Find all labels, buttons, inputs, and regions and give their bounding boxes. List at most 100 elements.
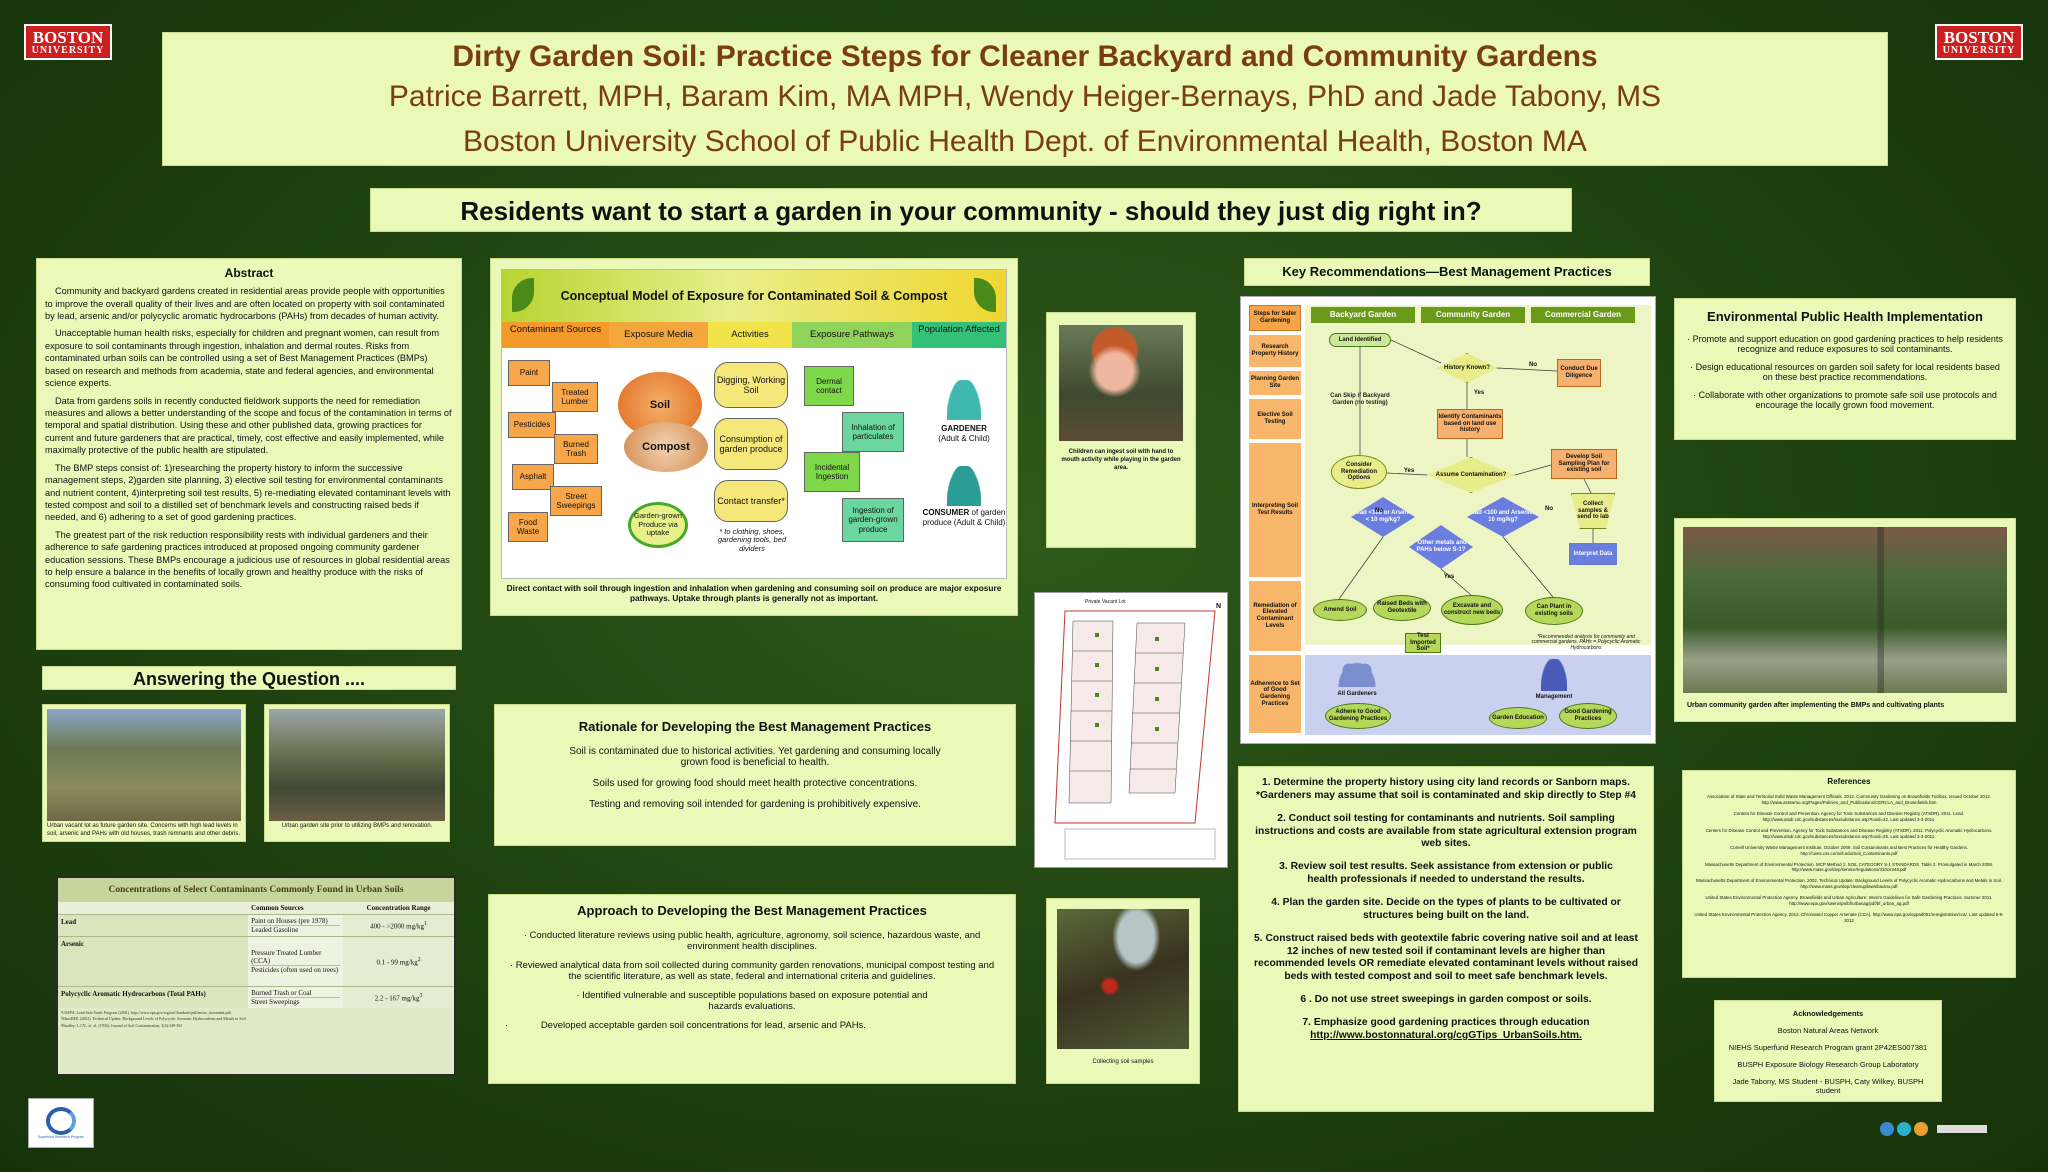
conc-note: ²MassDEP, (2002). Technical Update: Back… <box>61 1016 246 1022</box>
approach-item-text: Developed acceptable garden soil concent… <box>540 1020 866 1031</box>
flow-col-backyard: Backyard Garden <box>1311 307 1415 323</box>
rationale-title: Rationale for Developing the Best Manage… <box>578 719 932 734</box>
ephi-item: · Design educational resources on garden… <box>1690 362 2000 382</box>
source-street-sweepings: Street Sweepings <box>550 486 602 516</box>
conc-range: 0.1 - 99 mg/kg <box>376 958 418 967</box>
model-col-activities: Activities <box>708 322 792 348</box>
management-icon <box>1541 659 1567 691</box>
steps-link[interactable]: http://www.bostonnatural.org/cgGTips_Urb… <box>1310 1029 1582 1041</box>
flow-good-practices: Good Gardening Practices <box>1559 703 1617 729</box>
abstract-p4: The BMP steps consist of: 1)researching … <box>45 462 451 523</box>
plot-map-svg <box>1054 610 1216 860</box>
vacant-lot-caption: Urban vacant lot as future garden site. … <box>47 823 240 837</box>
approach-panel: Approach to Developing the Best Manageme… <box>488 894 1016 1084</box>
poster-title: Dirty Garden Soil: Practice Steps for Cl… <box>452 40 1598 73</box>
model-col-media: Exposure Media <box>609 322 708 348</box>
flow-step-row: Research Property History <box>1249 335 1301 367</box>
sponsor-logo-icon <box>1897 1122 1911 1136</box>
approach-item: · Developed acceptable garden soil conce… <box>505 1020 866 1031</box>
srp-logo-mark <box>46 1106 76 1135</box>
step-7: 7. Emphasize good gardening practices th… <box>1302 1017 1590 1029</box>
conceptual-model-panel: Conceptual Model of Exposure for Contami… <box>490 258 1018 616</box>
conc-source: Burned Trash or Coal <box>251 989 312 997</box>
ephi-item-text: Design educational resources on garden s… <box>1695 362 2000 382</box>
conc-source: Pesticides (often used on trees) <box>251 965 341 974</box>
bu-logo-right: BOSTON UNIVERSITY <box>1935 24 2023 60</box>
source-pesticides: Pesticides <box>508 412 556 438</box>
sponsor-logo-icon <box>1880 1122 1894 1136</box>
srp-logo: Superfund Research Program <box>28 1098 94 1148</box>
question-banner: Residents want to start a garden in your… <box>370 188 1572 232</box>
flow-management: Management <box>1535 693 1573 700</box>
model-col-pathways: Exposure Pathways <box>792 322 912 348</box>
poster-affiliation: Boston University School of Public Healt… <box>463 125 1587 158</box>
logo-line2: UNIVERSITY <box>31 45 105 56</box>
flow-step-row: Interpreting Soil Test Results <box>1249 443 1301 577</box>
flow-all-gardeners: All Gardeners <box>1337 690 1377 697</box>
steps-panel: 1. Determine the property history using … <box>1238 766 1654 1112</box>
reference-item: Cornell University Waste Management Inst… <box>1729 844 1969 856</box>
conc-sup: 3 <box>419 992 423 999</box>
north-arrow-icon: N <box>1215 603 1221 610</box>
flow-sampling-plan: Develop Soil Sampling Plan for existing … <box>1551 449 1617 479</box>
conc-table-title: Concentrations of Select Contaminants Co… <box>58 878 454 902</box>
rationale-p2: Soils used for growing food should meet … <box>592 778 918 789</box>
abstract-p2: Unacceptable human health risks, especia… <box>45 328 440 389</box>
step-1: 1. Determine the property history using … <box>1256 777 1636 801</box>
garden-site-photo <box>269 709 445 821</box>
flow-step-head: Steps for Safer Gardening <box>1249 305 1301 331</box>
ephi-title: Environmental Public Health Implementati… <box>1707 309 1983 324</box>
conc-header-range: Concentration Range <box>366 904 431 912</box>
source-paint: Paint <box>508 360 550 386</box>
step-2: 2. Conduct soil testing for contaminants… <box>1255 812 1637 850</box>
media-compost: Compost <box>624 422 708 472</box>
flow-step-row: Remediation of Elevated Contaminant Leve… <box>1249 581 1301 651</box>
flow-col-community: Community Garden <box>1421 307 1525 323</box>
logo-line2: UNIVERSITY <box>1942 45 2016 56</box>
sponsor-logo-icon <box>1937 1125 1987 1133</box>
gardener-sub: (Adult & Child) <box>938 433 990 443</box>
conc-row-name: Arsenic <box>61 940 84 948</box>
abstract-p3: Data from gardens soils in recently cond… <box>45 395 452 456</box>
flow-amend-soil: Amend Soil <box>1313 599 1367 621</box>
model-caption: Direct contact with soil through ingesti… <box>506 583 1002 604</box>
flow-note: *Recommended analysis for community and … <box>1531 633 1641 651</box>
flow-interpret-data: Interpret Data <box>1569 543 1617 565</box>
activity-contact: Contact transfer* <box>714 480 788 522</box>
flow-can-plant: Can Plant in existing soils <box>1525 597 1583 625</box>
approach-item-text: Conducted literature reviews using publi… <box>529 930 981 952</box>
reference-item: Association of State and Territorial Sol… <box>1707 794 1991 805</box>
conc-note: ¹USEPA, Lead Safe Yards Program (2001). … <box>61 1010 231 1015</box>
ephi-item-text: Promote and support education on good ga… <box>1692 334 2003 354</box>
abstract-p1: Community and backyard gardens created i… <box>45 286 445 322</box>
answering-photo-card-2: Urban garden site prior to utilizing BMP… <box>264 704 450 842</box>
activity-note: * to clothing, shoes, gardening tools, b… <box>718 527 786 553</box>
poster-authors: Patrice Barrett, MPH, Baram Kim, MA MPH,… <box>388 80 1662 113</box>
flow-step-column: Steps for Safer Gardening Research Prope… <box>1249 305 1301 737</box>
references-title: References <box>1827 777 1871 786</box>
poster-header: Dirty Garden Soil: Practice Steps for Cl… <box>162 32 1888 166</box>
step-5: 5. Construct raised beds with geotextile… <box>1254 932 1638 983</box>
flow-raised-beds: Raised Beds with Geotextile <box>1373 595 1431 621</box>
media-produce: Garden-grown Produce via uptake <box>628 502 688 548</box>
ephi-item: · Promote and support education on good … <box>1687 334 2003 354</box>
all-gardeners-icon <box>1337 661 1377 687</box>
flow-excavate: Excavate and construct new beds <box>1441 595 1503 625</box>
leaf-icon <box>974 278 996 312</box>
reference-item: Massachusetts Department of Environmenta… <box>1696 878 2002 890</box>
pathway-inhalation: Inhalation of particulates <box>842 412 904 452</box>
conc-source: Leaded Gasoline <box>251 925 341 934</box>
references-panel: References Association of State and Terr… <box>1682 770 2016 978</box>
model-title: Conceptual Model of Exposure for Contami… <box>560 289 948 303</box>
footer-logos <box>1880 1116 2008 1142</box>
reference-item: United States Environmental Protection A… <box>1694 912 2004 924</box>
bmp-flowchart: Steps for Safer Gardening Research Prope… <box>1240 296 1656 744</box>
bu-logo-left: BOSTON UNIVERSITY <box>24 24 112 60</box>
conc-table: Common Sources Concentration Range Lead … <box>58 902 454 1008</box>
approach-item-text: Reviewed analytical data from soil colle… <box>515 960 995 982</box>
conc-source: Pressure Treated Lumber (CCA) <box>251 949 322 965</box>
answering-photo-card-1: Urban vacant lot as future garden site. … <box>42 704 246 842</box>
approach-item: · Identified vulnerable and susceptible … <box>576 990 928 1012</box>
conc-range: 2.2 - 167 mg/kg <box>374 994 420 1003</box>
flow-can-skip: Can Skip if Backyard Garden (no testing) <box>1330 393 1390 406</box>
